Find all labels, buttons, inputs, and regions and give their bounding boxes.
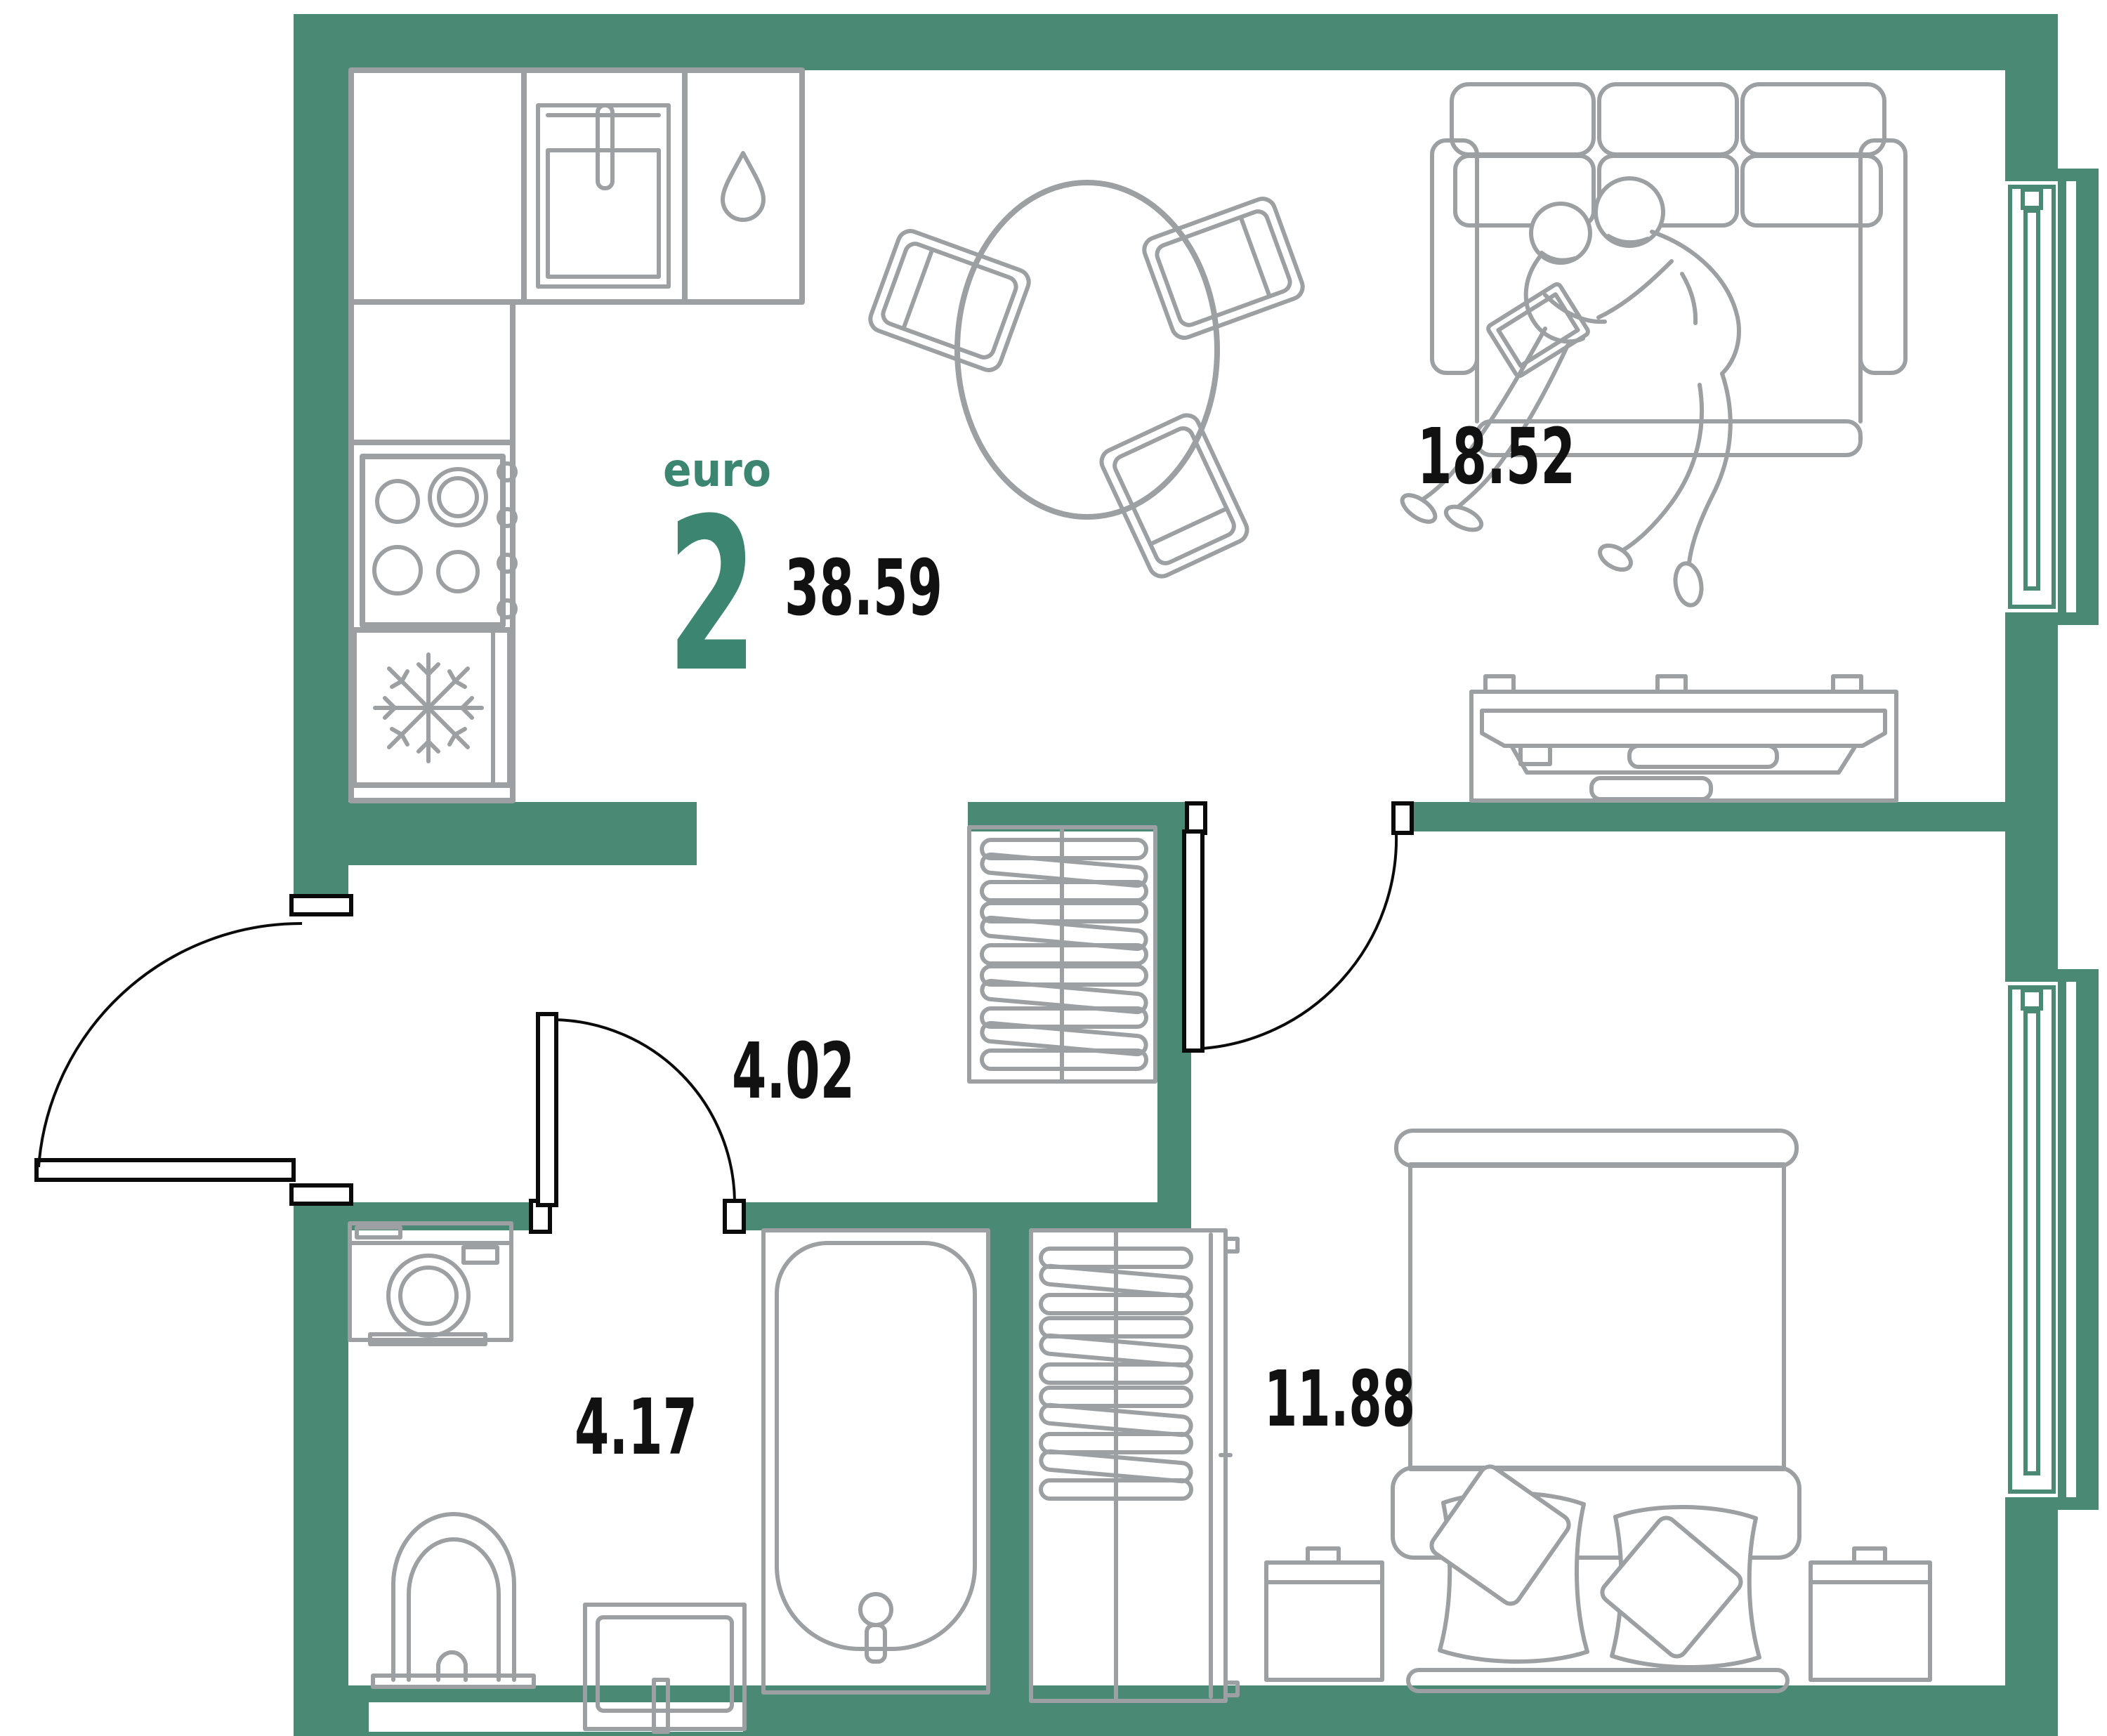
door-jamb (1391, 801, 1414, 835)
rooms-count-label: 2 (667, 473, 757, 718)
bedroom-door-opening (1204, 801, 1395, 833)
door-leaf (34, 1158, 296, 1182)
door-jamb (289, 894, 353, 916)
bathroom-top-wall-right (742, 1202, 1191, 1230)
washing-machine (348, 1221, 513, 1346)
bed-mattress (1408, 1162, 1786, 1471)
living-area-label: 18.52 (1417, 412, 1575, 501)
bathroom-sink (583, 1603, 747, 1734)
fridge (351, 627, 513, 788)
bathroom-area-label: 4.17 (575, 1382, 697, 1472)
bedroom-window (2008, 969, 2099, 1510)
dining-set (868, 180, 1305, 579)
snowflake-icon (373, 652, 484, 763)
hall-wardrobe (967, 825, 1157, 1084)
wardrobe-hinge (1223, 1237, 1240, 1254)
bed-footboard (1394, 1129, 1799, 1168)
window-handle (2021, 188, 2043, 210)
door-jamb (289, 1183, 353, 1206)
bed-cushion (1429, 1464, 1571, 1606)
door-swing-arc (555, 1018, 736, 1203)
dining-table (954, 180, 1220, 520)
dining-chair (868, 229, 1031, 372)
entrance-door (34, 894, 353, 1206)
person-head (1594, 176, 1665, 248)
bed-cushion (1600, 1515, 1743, 1659)
door-swing-arc (37, 921, 303, 1168)
hallway-area-label: 4.02 (732, 1026, 855, 1116)
kitchen-sink (536, 103, 671, 289)
door-jamb (723, 1199, 746, 1234)
people-on-sofa-illustration (1400, 176, 1741, 607)
left-wall (294, 14, 348, 1736)
bathtub (761, 1228, 990, 1695)
bathroom-door (529, 1012, 746, 1234)
wardrobe-hinge (1223, 1681, 1240, 1697)
window-glass-line (2023, 209, 2040, 591)
person-head (1529, 202, 1592, 265)
dining-chair (1099, 413, 1249, 579)
bathroom-side-wall (989, 1230, 1031, 1685)
bed-headboard (1391, 1466, 1801, 1560)
nightstand (1809, 1546, 1932, 1682)
stove (360, 454, 518, 628)
bedroom-area-label: 11.88 (1264, 1354, 1415, 1444)
entrance-opening (291, 914, 351, 1185)
droplet-icon (721, 151, 766, 222)
toilet (371, 1512, 536, 1689)
door-jamb (1185, 801, 1207, 835)
door-leaf (1182, 829, 1205, 1053)
dining-chair (1142, 197, 1305, 340)
living-window (2008, 169, 2099, 625)
bed-base (1406, 1668, 1790, 1693)
window-handle (2021, 988, 2043, 1011)
window-glass-line (2023, 1009, 2040, 1475)
kitchen-counter (348, 67, 805, 803)
tv-console (1469, 674, 1898, 803)
door-leaf (536, 1012, 558, 1207)
door-swing-arc (1202, 832, 1398, 1050)
sofa (1430, 82, 1908, 457)
total-area-label: 38.59 (785, 543, 943, 633)
bedroom-wardrobe (1029, 1228, 1240, 1703)
kitchen-divider-wall (294, 802, 697, 865)
bedroom-door (1182, 801, 1414, 1053)
nightstand (1264, 1546, 1384, 1682)
bed (1391, 1129, 1801, 1693)
labels: euro 2 38.59 18.52 4.02 4.17 11.88 (575, 412, 1575, 1472)
layout-type-label: euro (663, 443, 771, 497)
